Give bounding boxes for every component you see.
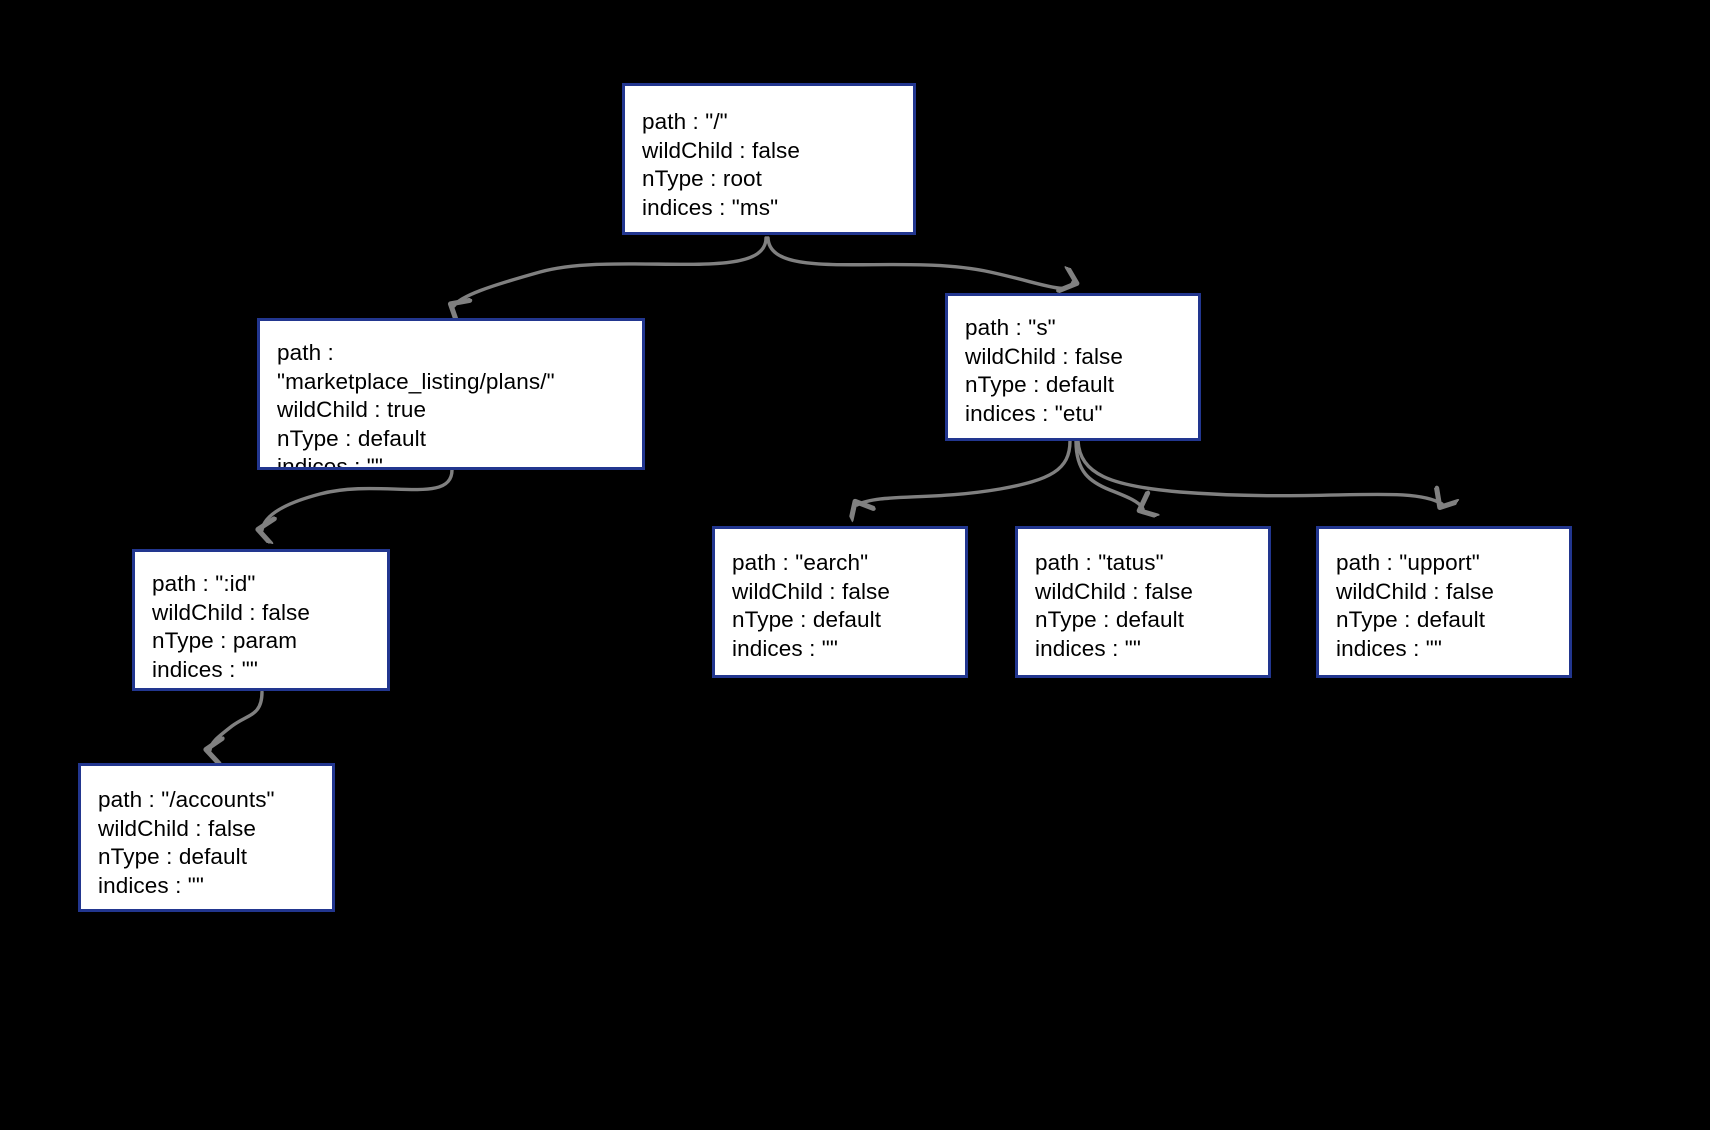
node-accounts-text: path : "/accounts" wildChild : false nType… [98, 786, 328, 900]
edge-marketplace-to-id [262, 468, 454, 530]
node-id-param-text: path : ":id" wildChild : false nType : par… [152, 570, 383, 684]
node-root-line-1: wildChild : false [642, 137, 801, 163]
node-earch[interactable]: path : "earch" wildChild : false nType : d… [712, 526, 968, 678]
node-tatus-line-2: nType : default [1035, 607, 1185, 632]
node-s-line-1: wildChild : false [965, 343, 1124, 369]
node-s-line-3: indices : "etu" [965, 400, 1103, 426]
node-id-param-line-1: wildChild : false [152, 599, 311, 625]
node-root-line-2: nType : root [642, 166, 763, 191]
node-id-param-line-0: path : ":id" [152, 571, 256, 596]
node-accounts[interactable]: path : "/accounts" wildChild : false nType… [78, 763, 335, 912]
node-tatus-line-0: path : "tatus" [1035, 550, 1164, 575]
node-id-param[interactable]: path : ":id" wildChild : false nType : par… [132, 549, 390, 691]
node-earch-line-0: path : "earch" [732, 550, 869, 575]
node-marketplace-listing-plans[interactable]: path : "marketplace_listing/plans/" wildCh… [257, 318, 645, 470]
node-root-text: path : "/" wildChild : false nType : root i… [642, 108, 909, 222]
node-upport-line-0: path : "upport" [1336, 550, 1480, 575]
node-upport-line-2: nType : default [1336, 607, 1486, 632]
node-s-line-2: nType : default [965, 372, 1115, 397]
node-tatus-line-3: indices : "" [1035, 635, 1141, 661]
node-earch-line-3: indices : "" [732, 635, 838, 661]
node-marketplace-listing-plans-line-2: wildChild : true [277, 397, 427, 422]
node-root-line-3: indices : "ms" [642, 194, 779, 220]
node-marketplace-listing-plans-line-4: indices : "" [277, 454, 383, 470]
edge-root-to-s [766, 236, 1073, 288]
node-accounts-line-1: wildChild : false [98, 815, 257, 841]
node-marketplace-listing-plans-line-0: path : [277, 340, 334, 365]
node-marketplace-listing-plans-line-3: nType : default [277, 425, 427, 451]
node-marketplace-listing-plans-text: path : "marketplace_listing/plans/" wildCh… [277, 339, 638, 470]
edge-id-to-accounts [210, 690, 264, 750]
node-upport-line-1: wildChild : false [1336, 578, 1495, 604]
node-upport-text: path : "upport" wildChild : false nType : … [1336, 549, 1565, 663]
node-upport-line-3: indices : "" [1336, 635, 1442, 661]
node-upport[interactable]: path : "upport" wildChild : false nType : … [1316, 526, 1572, 678]
node-id-param-line-3: indices : "" [152, 656, 258, 682]
node-earch-line-1: wildChild : false [732, 578, 891, 604]
edge-s-to-tatus [1074, 439, 1143, 509]
edge-root-to-marketplace [454, 236, 768, 306]
node-s-text: path : "s" wildChild : false nType : defau… [965, 314, 1194, 428]
node-earch-line-2: nType : default [732, 607, 882, 632]
node-tatus[interactable]: path : "tatus" wildChild : false nType : d… [1015, 526, 1271, 678]
node-accounts-line-2: nType : default [98, 844, 248, 869]
node-accounts-line-0: path : "/accounts" [98, 787, 275, 812]
edge-s-to-upport [1076, 439, 1442, 504]
node-earch-text: path : "earch" wildChild : false nType : d… [732, 549, 961, 663]
node-s[interactable]: path : "s" wildChild : false nType : defau… [945, 293, 1201, 441]
node-tatus-line-1: wildChild : false [1035, 578, 1194, 604]
node-tatus-text: path : "tatus" wildChild : false nType : d… [1035, 549, 1264, 663]
node-marketplace-listing-plans-line-1: "marketplace_listing/plans/" [277, 368, 555, 394]
node-root[interactable]: path : "/" wildChild : false nType : root i… [622, 83, 916, 235]
node-id-param-line-2: nType : param [152, 628, 298, 653]
edge-s-to-earch [857, 439, 1072, 505]
node-s-line-0: path : "s" [965, 315, 1056, 340]
node-root-line-0: path : "/" [642, 109, 728, 134]
node-accounts-line-3: indices : "" [98, 872, 204, 898]
